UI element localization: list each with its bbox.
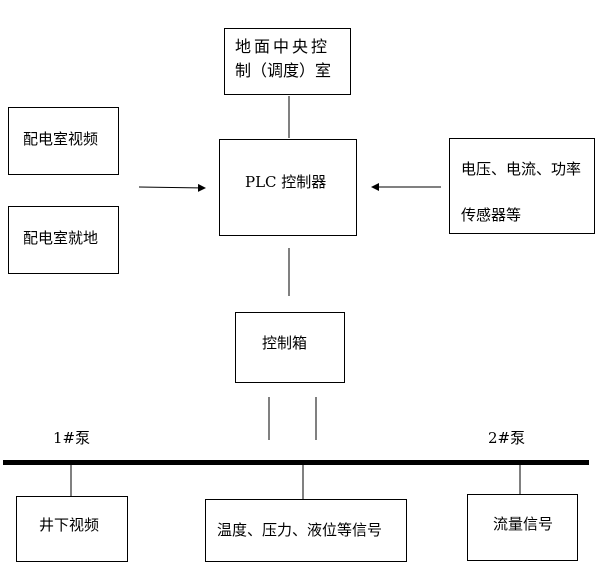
plc-controller-label: PLC 控制器	[245, 173, 327, 191]
control-box: 控制箱	[235, 312, 345, 383]
central-control-room-line1: 地面中央控	[235, 37, 331, 56]
downhole-video-label: 井下视频	[39, 516, 100, 534]
power-room-local-label: 配电室就地	[23, 229, 99, 247]
control-box-label: 控制箱	[262, 334, 308, 352]
power-room-video-box: 配电室视频	[8, 107, 119, 175]
video-to-plc-arrow	[138, 183, 206, 192]
downhole-video-box: 井下视频	[16, 496, 128, 562]
sensors-box: 电压、电流、功率 传感器等	[449, 138, 595, 234]
flow-signal-box: 流量信号	[467, 494, 578, 561]
plc-controller-box: PLC 控制器	[219, 139, 357, 236]
central-control-room-box: 地面中央控 制（调度）室	[224, 28, 351, 95]
pump-2-label: 2#泵	[488, 429, 526, 447]
sensors-line2: 传感器等	[461, 206, 522, 224]
central-control-room-line2: 制（调度）室	[235, 61, 332, 80]
signals-box: 温度、压力、液位等信号	[205, 499, 407, 562]
power-room-video-label: 配电室视频	[23, 130, 99, 148]
power-room-local-box: 配电室就地	[8, 206, 119, 274]
signals-label: 温度、压力、液位等信号	[217, 521, 383, 539]
pipeline-bus	[3, 460, 589, 465]
sensors-line1: 电压、电流、功率	[461, 160, 582, 178]
pump-1-label: 1#泵	[53, 429, 91, 447]
flow-signal-label: 流量信号	[493, 515, 554, 533]
